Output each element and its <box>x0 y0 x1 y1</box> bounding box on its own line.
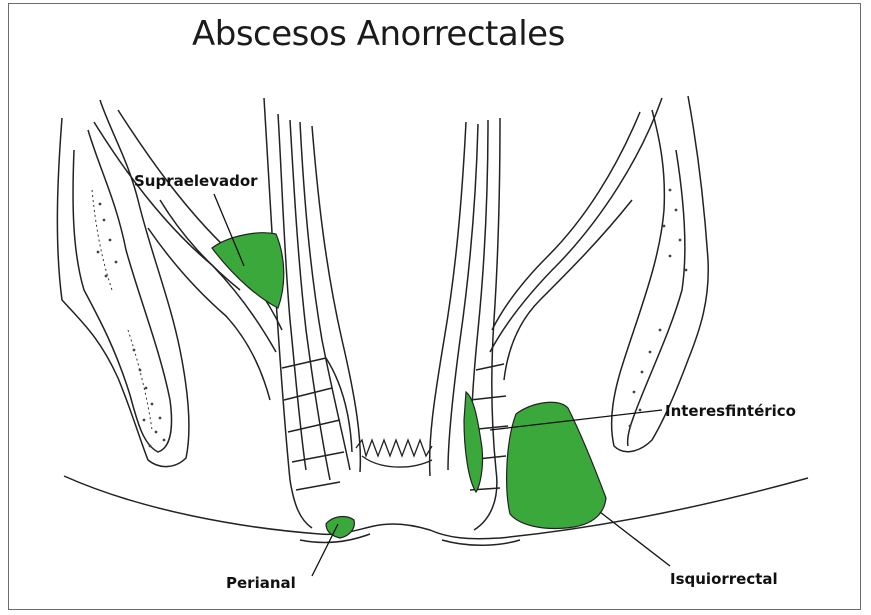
isquiorrectal-abscess <box>507 402 606 528</box>
interesfinterico-abscess <box>464 392 483 492</box>
abscesses <box>212 233 606 538</box>
right-levator-muscle <box>490 98 662 380</box>
label-supraelevador: Supraelevador <box>134 172 258 190</box>
left-pelvic-bone <box>57 100 189 467</box>
perineal-skin <box>64 476 808 545</box>
anal-canal-folds <box>356 440 432 467</box>
label-isquiorrectal: Isquiorrectal <box>670 570 778 588</box>
label-perianal: Perianal <box>226 574 296 592</box>
supraelevador-abscess <box>212 233 284 308</box>
label-interesfinterico: Interesfintérico <box>665 402 796 420</box>
left-rectal-wall <box>264 98 360 528</box>
right-pelvic-bone <box>612 96 709 452</box>
